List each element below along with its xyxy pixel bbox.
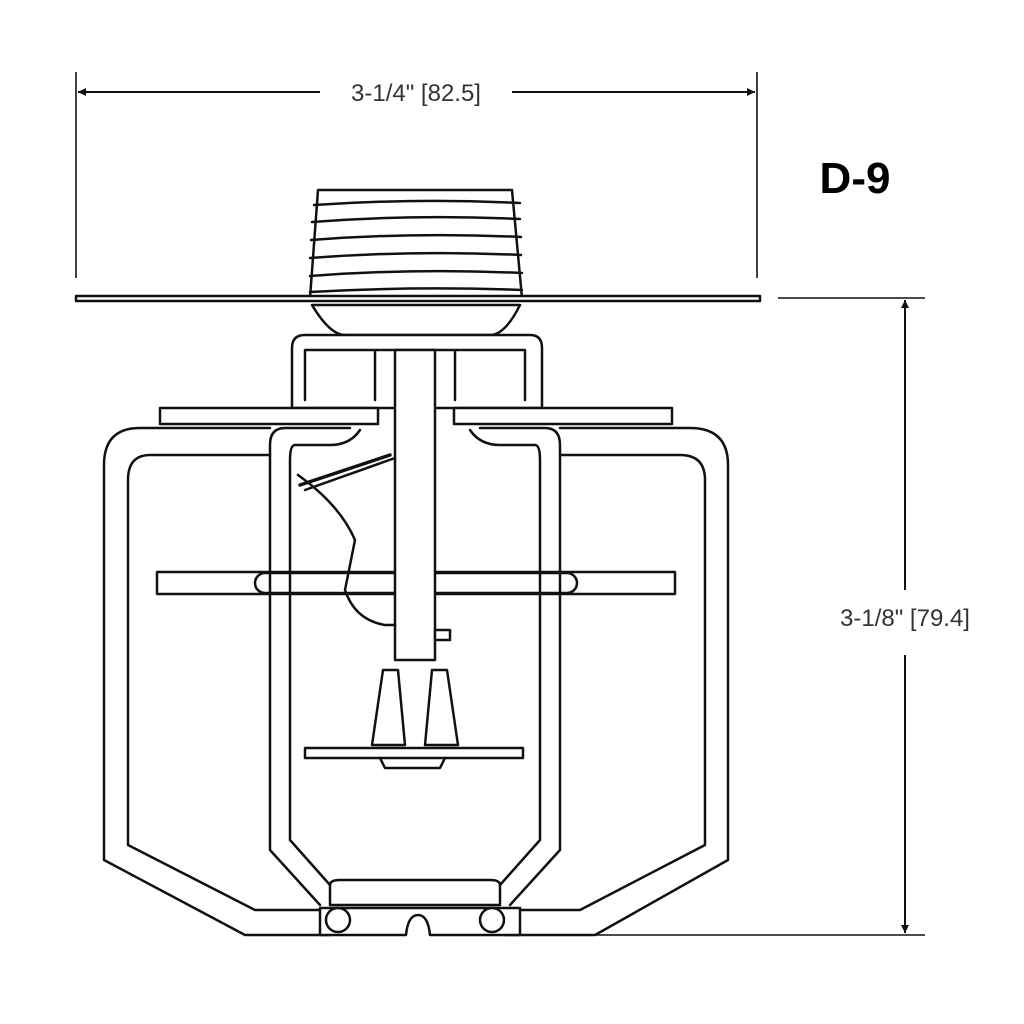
sprinkler-stem	[296, 348, 525, 770]
model-title: D-9	[820, 154, 891, 203]
width-dimension: 3-1/4" [82.5]	[75, 72, 758, 278]
width-label: 3-1/4" [82.5]	[351, 80, 481, 107]
height-label-background	[836, 603, 974, 634]
pipe-thread	[308, 188, 524, 300]
height-label: 3-1/8" [79.4]	[840, 605, 970, 632]
sprinkler-frame	[268, 426, 562, 937]
height-dimension: 3-1/8" [79.4]	[595, 297, 974, 936]
escutcheon-plate	[74, 294, 762, 303]
